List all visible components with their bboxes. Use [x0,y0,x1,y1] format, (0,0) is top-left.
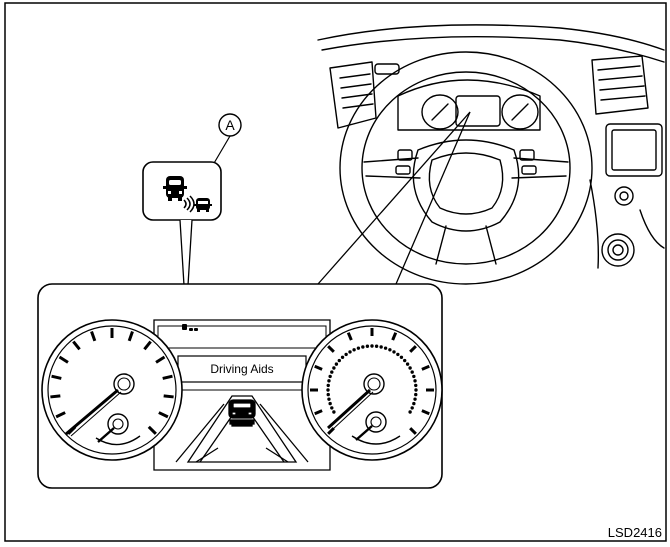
gauge-dot [365,344,370,348]
gauge-tick [155,355,166,364]
driver-assist-mini-icon [182,324,198,331]
gauge-tick [72,340,81,351]
gauge-tick [90,330,97,342]
gauge-dot [332,366,336,370]
instrument-binnacle [397,79,541,131]
gauge-dot [340,355,345,360]
figure-code: LSD2416 [608,525,662,540]
gauge-dot [330,370,334,374]
road-graphic [175,395,309,463]
gauge-dot [414,392,418,397]
center-screen [605,123,663,177]
gauge-tick [147,425,157,435]
gauge-dot [328,374,332,379]
gauge-dot [330,406,334,410]
gauge-dot [332,410,336,414]
gauge-dot [410,406,414,410]
indicator-zoom-box [142,161,222,319]
gauge-dot [327,397,331,401]
gauge-dot [327,379,331,383]
gauge-dot [392,350,396,354]
gauge-tick [421,364,430,371]
gauge-tick [314,409,323,416]
speedometer-ticks [50,328,174,435]
gauge-tick [158,411,169,419]
gauge-dot [326,388,330,392]
display-banner-text: Driving Aids [210,362,273,376]
left-air-vent [329,61,400,129]
gauge-tick [314,364,323,371]
tachometer-dot-scale [326,344,418,414]
gauge-dot [408,366,412,370]
gauge-tick [127,330,134,342]
gauge-dot [413,379,417,383]
gauge-dot [326,392,330,397]
gauge-dot [383,346,388,350]
tachometer-gauge [301,319,443,461]
gauge-tick [421,409,430,416]
gauge-dot [334,362,339,366]
steering-wheel-hub [363,139,569,265]
gauge-tick [143,340,152,351]
gauge-tick [50,394,61,399]
gauge-tick [163,394,174,399]
gauge-dot [408,410,412,414]
gauge-dot [388,348,392,352]
gauge-tick [58,355,69,364]
gauge-dot [361,345,365,349]
gauge-dot [402,358,407,363]
gauge-dot [356,346,361,350]
zoom-leader-lines [317,111,471,285]
speedometer-gauge [41,319,183,461]
console-knob [614,186,634,206]
start-button [601,233,635,267]
figure-frame [4,2,667,542]
gauge-dot [374,344,379,348]
gauge-tick [162,374,173,380]
dashboard-drawing [317,24,665,285]
gauge-dot [396,352,400,357]
gauge-dot [414,383,418,388]
gauge-dot [413,397,417,401]
gauge-tick [409,427,417,435]
gauge-tick [391,332,398,341]
enlarged-cluster: Driving Aids [37,283,443,489]
gauge-dot [352,348,356,352]
gauge-tick [55,411,66,419]
gauge-dot [412,401,416,406]
gauge-dot [326,383,330,388]
gauge-dot [399,355,404,360]
gauge-dot [414,388,418,392]
driver-assist-vehicle-icon [163,176,212,213]
callout-a-label: A [225,117,235,133]
gauge-dot [344,352,348,357]
gauge-tick [51,374,62,380]
gauge-dot [412,374,416,379]
gauge-tick [327,345,335,353]
gauge-dot [405,362,410,366]
gauge-tick [346,332,353,341]
right-air-vent [591,55,649,115]
steering-wheel-rim [339,51,593,285]
gauge-dot [379,345,383,349]
gauge-dot [410,370,414,374]
gauge-dot [348,350,352,354]
gauge-dot [328,401,332,406]
gauge-dot [370,344,374,348]
gauge-tick [409,345,417,353]
gauge-dot [337,358,342,363]
